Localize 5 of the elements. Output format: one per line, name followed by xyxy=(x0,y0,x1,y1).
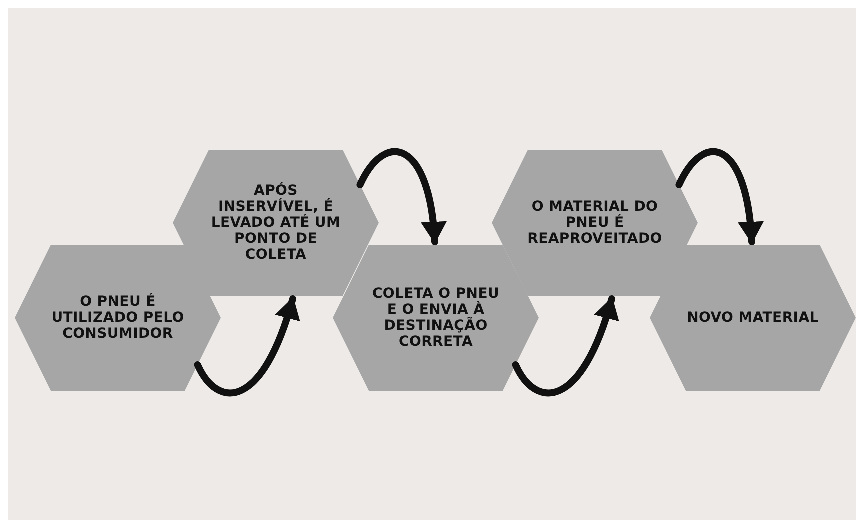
step-text: NOVO MATERIAL xyxy=(686,310,820,326)
step-text: O PNEU É UTILIZADO PELO CONSUMIDOR xyxy=(50,294,186,342)
step-text: O MATERIAL DO PNEU É REAPROVEITADO xyxy=(526,199,664,247)
step-text: COLETA O PNEU E O ENVIA À DESTINAÇÃO CORRETA xyxy=(371,286,501,350)
step-text: APÓS INSERVÍVEL, É LEVADO ATÉ UM PONTO DE COLETA xyxy=(210,183,342,263)
